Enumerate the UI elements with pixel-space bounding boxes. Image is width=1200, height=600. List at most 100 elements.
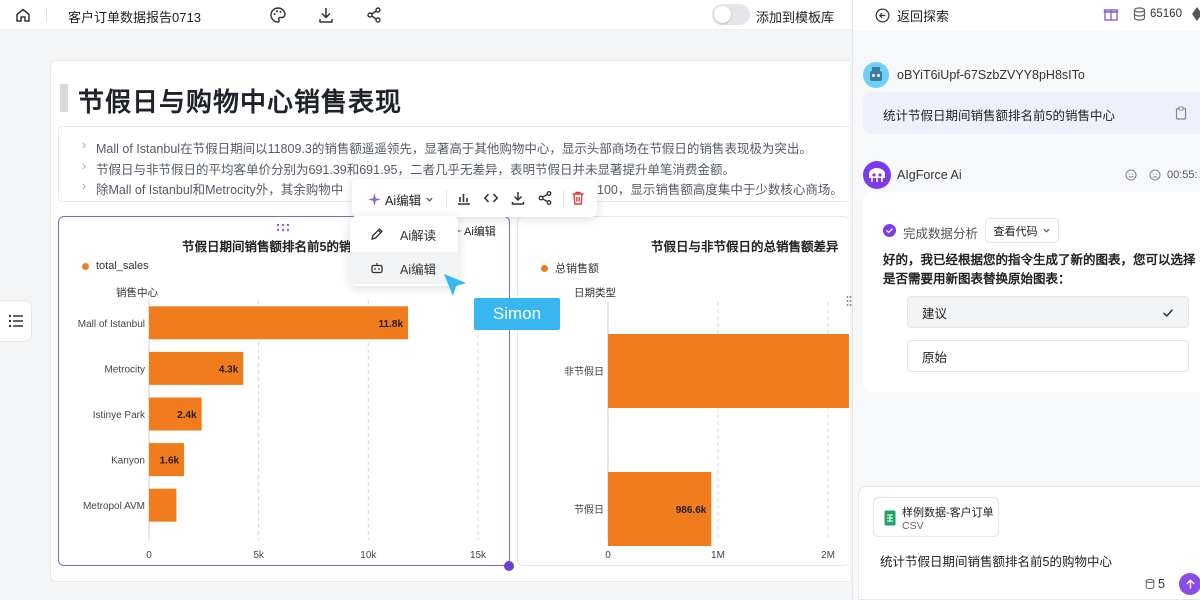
chart-legend[interactable]: 总销售额 — [541, 260, 599, 276]
bar — [608, 334, 849, 408]
option-label: 建议 — [922, 306, 948, 321]
menu-item-ai-interpret[interactable]: Ai解读 — [350, 218, 458, 250]
bar — [149, 351, 244, 385]
x-tick-label: 0 — [146, 550, 152, 561]
data-label: 986.6k — [676, 505, 707, 516]
chat-composer[interactable]: 样例数据-客户订单 CSV 统计节假日期间销售额排名前5的购物中心 5 — [858, 486, 1200, 600]
y-tick-label: Metrocity — [104, 364, 145, 375]
back-to-explore-button[interactable]: 返回探索 — [875, 6, 949, 25]
download-icon[interactable] — [510, 190, 526, 206]
ai-name: AIgForce Ai — [897, 168, 962, 182]
user-message-text: 统计节假日期间销售额排名前5的销售中心 — [883, 109, 1115, 123]
y-tick-label: 节假日 — [574, 503, 604, 516]
ai-response-card: 完成数据分析 查看代码 好的，我已经根据您的指令生成了新的图表，您可以选择是否需… — [863, 192, 1200, 392]
summary-line: Mall of Istanbul在节假日期间以11809.3的销售额遥遥领先，显… — [82, 138, 812, 157]
template-toggle[interactable] — [712, 4, 750, 25]
legend-marker — [82, 262, 89, 270]
option-label: 原始 — [922, 350, 948, 365]
ai-dropdown-menu: Ai解读 Ai编辑 — [350, 216, 458, 286]
ai-edit-menu-label: Ai编辑 — [385, 194, 422, 208]
x-tick-label: 1M — [711, 550, 725, 561]
credits-count: 65160 — [1150, 8, 1182, 20]
title-accent-bar — [60, 84, 68, 112]
palette-icon[interactable] — [268, 5, 288, 25]
menu-item-label: Ai解读 — [400, 228, 437, 243]
option-suggested[interactable]: 建议 — [907, 296, 1189, 328]
home-icon[interactable] — [14, 6, 32, 24]
data-label: 4.3k — [219, 364, 239, 375]
y-axis-label: 日期类型 — [574, 287, 616, 299]
attached-file-chip[interactable]: 样例数据-客户订单 CSV — [873, 497, 999, 537]
diamond-icon[interactable] — [1191, 6, 1200, 22]
summary-line: 节假日与非节假日的平均客单价分别为691.39和691.95，二者几乎无差异，表… — [82, 159, 735, 178]
chart-toolbar: Ai编辑 — [352, 179, 597, 217]
ai-avatar — [863, 161, 891, 189]
dislike-icon[interactable] — [1149, 169, 1161, 181]
page-title[interactable]: 节假日与购物中心销售表现 — [78, 87, 403, 117]
bar — [149, 306, 409, 340]
pen-icon — [371, 228, 383, 240]
summary-line: 除Mall of Istanbul和Metrocity外，其余购物中 — [82, 179, 343, 198]
file-type: CSV — [902, 520, 924, 532]
bar — [608, 472, 712, 546]
back-arrow-icon — [875, 8, 890, 23]
x-tick-label: 5k — [253, 550, 265, 561]
summary-line-tail: 100，显示销售额高度集中于少数核心商场。 — [597, 183, 843, 197]
data-label: 11.8k — [379, 319, 404, 330]
legend-marker — [541, 264, 548, 272]
top-bar: 客户订单数据报告0713 添加到模板库 — [0, 0, 852, 30]
outline-button[interactable] — [0, 300, 32, 342]
chart-type-icon[interactable] — [456, 190, 472, 206]
column-resize-icon[interactable] — [846, 295, 852, 310]
ai-edit-badge-label: Ai编辑 — [464, 226, 496, 238]
composer-input-text[interactable]: 统计节假日期间销售额排名前5的购物中心 — [880, 555, 1112, 569]
view-code-button[interactable]: 查看代码 — [985, 218, 1059, 243]
send-button[interactable] — [1179, 573, 1200, 595]
y-tick-label: 非节假日 — [564, 365, 604, 378]
report-title: 客户订单数据报告0713 — [68, 10, 201, 25]
ai-message-time: 00:55: — [1167, 169, 1198, 181]
file-name: 样例数据-客户订单 — [902, 507, 994, 519]
y-axis-label: 销售中心 — [116, 287, 158, 299]
menu-item-ai-edit[interactable]: Ai编辑 — [350, 252, 458, 284]
robot-icon — [371, 263, 383, 274]
chart-title: 节假日与非节假日的总销售额差异 — [651, 240, 839, 254]
legend-label: total_sales — [96, 260, 149, 272]
x-tick-label: 2M — [821, 550, 835, 561]
bar — [149, 488, 177, 522]
drag-handle-icon[interactable] — [276, 221, 290, 235]
option-original[interactable]: 原始 — [907, 340, 1189, 372]
ai-edit-badge[interactable]: Ai编辑 — [452, 223, 496, 239]
spreadsheet-icon — [884, 510, 896, 526]
status-check-icon — [883, 224, 896, 237]
gift-icon[interactable] — [1103, 6, 1119, 22]
ai-edit-menu-button[interactable]: Ai编辑 — [368, 190, 434, 209]
menu-item-label: Ai编辑 — [400, 262, 437, 277]
share-icon[interactable] — [364, 5, 384, 25]
delete-icon[interactable] — [570, 190, 586, 206]
bar — [149, 443, 185, 477]
y-tick-label: Mall of Istanbul — [78, 319, 145, 330]
bar — [149, 397, 202, 431]
coins-icon — [1133, 7, 1146, 21]
like-icon[interactable] — [1125, 169, 1137, 181]
cost-count: 5 — [1158, 577, 1165, 591]
chart-legend[interactable]: total_sales — [82, 260, 149, 272]
arrow-up-icon — [1185, 578, 1195, 589]
code-icon[interactable] — [483, 190, 499, 206]
download-icon[interactable] — [316, 5, 336, 25]
sparkle-icon — [368, 193, 381, 206]
template-toggle-label: 添加到模板库 — [756, 10, 835, 25]
y-tick-label: Istinye Park — [93, 410, 146, 421]
status-label: 完成数据分析 — [903, 227, 979, 241]
collaborator-cursor-label: Simon — [474, 298, 560, 330]
check-icon — [1162, 309, 1174, 318]
resize-handle[interactable] — [504, 561, 514, 571]
share-icon[interactable] — [537, 190, 553, 206]
y-tick-label: Kanyon — [111, 456, 145, 467]
cursor-arrow-icon — [444, 274, 466, 296]
data-label: 1.6k — [160, 456, 180, 467]
copy-icon[interactable] — [1175, 106, 1187, 120]
